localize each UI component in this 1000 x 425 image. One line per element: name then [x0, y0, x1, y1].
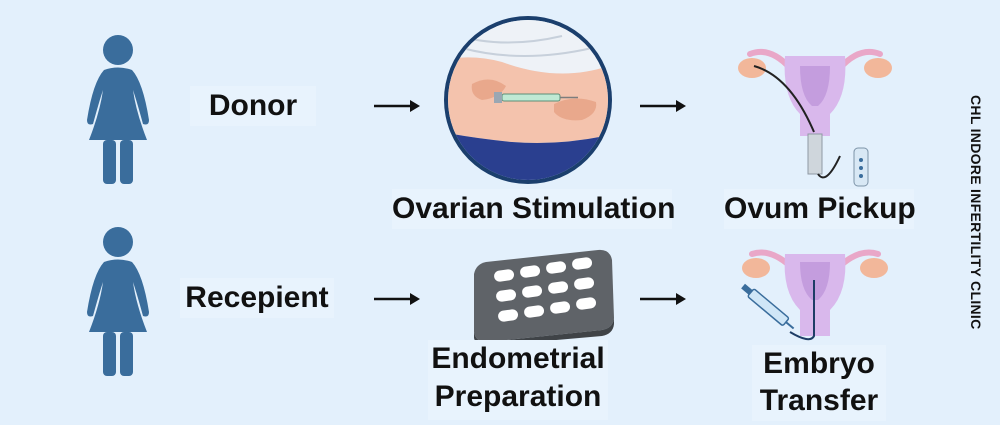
donor-label: Donor — [190, 86, 316, 126]
donor-woman-icon — [87, 35, 149, 184]
clinic-watermark: CHL INDORE INFERTILITY CLINIC — [956, 0, 996, 425]
embryo-transfer-label: Embryo Transfer — [752, 345, 886, 421]
uterus-with-needle-icon — [738, 48, 892, 187]
endometrial-preparation-label: Endometrial Preparation — [428, 340, 608, 420]
ovum-pickup-label: Ovum Pickup — [724, 189, 916, 229]
ovarian-stimulation-label: Ovarian Stimulation — [392, 189, 675, 229]
endometrial-preparation-line-1: Endometrial — [431, 342, 605, 375]
recipient-woman-icon — [87, 227, 149, 376]
recipient-label: Recepient — [180, 278, 334, 318]
embryo-transfer-line-2: Transfer — [759, 384, 879, 417]
arrow-right-icon — [640, 293, 686, 305]
embryo-transfer-line-1: Embryo — [763, 347, 875, 380]
arrow-right-icon — [374, 293, 420, 305]
pill-blister-pack-icon — [474, 249, 614, 346]
endometrial-preparation-line-2: Preparation — [434, 380, 602, 413]
clinic-name-text: CHL INDORE INFERTILITY CLINIC — [968, 95, 984, 330]
injection-abdomen-icon — [444, 16, 612, 184]
uterus-with-syringe-icon — [741, 249, 888, 341]
arrow-right-icon — [374, 100, 420, 112]
arrow-right-icon — [640, 100, 686, 112]
